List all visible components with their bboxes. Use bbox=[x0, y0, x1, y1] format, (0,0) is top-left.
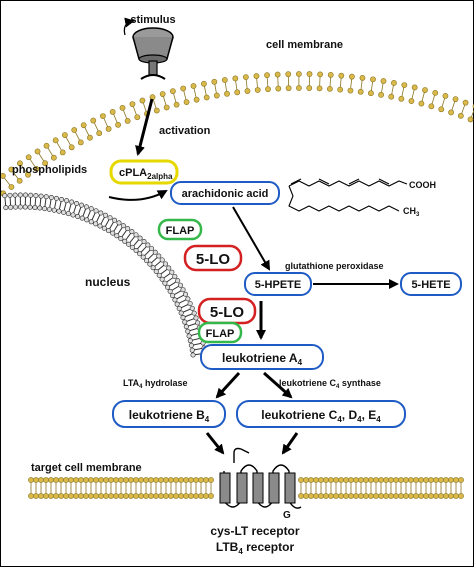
ch3-label: CH3 bbox=[403, 206, 420, 218]
ltc4-synthase-label: leukotriene C4 synthase bbox=[279, 378, 381, 390]
ltb4-receptor-label: LTB4 receptor bbox=[216, 540, 295, 556]
leukotriene-a4-label: leukotriene A4 bbox=[222, 351, 303, 367]
flap-top-label: FLAP bbox=[166, 225, 195, 237]
ltb4-to-receptor-arrow bbox=[207, 433, 223, 453]
lta4-hydrolase-label: LTA4 hydrolase bbox=[123, 378, 188, 390]
nucleus-label: nucleus bbox=[85, 275, 131, 289]
arachidonic-acid-structure bbox=[289, 179, 407, 211]
five-lo-bottom-label: 5-LO bbox=[210, 304, 245, 321]
five-hpete-label: 5-HPETE bbox=[255, 279, 301, 291]
leukotriene-b4-label: leukotriene B4 bbox=[129, 408, 210, 424]
cys-lt-receptor-label: cys-LT receptor bbox=[210, 524, 299, 538]
glutathione-peroxidase-label: glutathione peroxidase bbox=[285, 261, 384, 271]
stimulus-icon bbox=[124, 21, 173, 79]
phospholipid-to-aa-arrow bbox=[109, 191, 166, 200]
activation-label: activation bbox=[159, 125, 211, 137]
g-protein-label: G bbox=[283, 510, 291, 521]
stimulus-label: stimulus bbox=[130, 14, 175, 26]
gpcr-receptor-icon bbox=[220, 449, 301, 509]
leukotriene-cde4-label: leukotriene C4, D4, E4 bbox=[261, 408, 381, 424]
target-cell-membrane-label: target cell membrane bbox=[31, 462, 142, 474]
ltcde4-to-receptor-arrow bbox=[283, 433, 297, 453]
five-lo-top-label: 5-LO bbox=[196, 251, 231, 268]
arachidonic-acid-label: arachidonic acid bbox=[182, 188, 269, 200]
cooh-label: COOH bbox=[409, 180, 436, 190]
flap-bottom-label: FLAP bbox=[206, 328, 235, 340]
cell-membrane-label: cell membrane bbox=[266, 39, 343, 51]
five-hete-label: 5-HETE bbox=[411, 279, 450, 291]
lta4-to-ltb4-arrow bbox=[217, 373, 239, 397]
phospholipids-label: phospholipids bbox=[12, 164, 87, 176]
